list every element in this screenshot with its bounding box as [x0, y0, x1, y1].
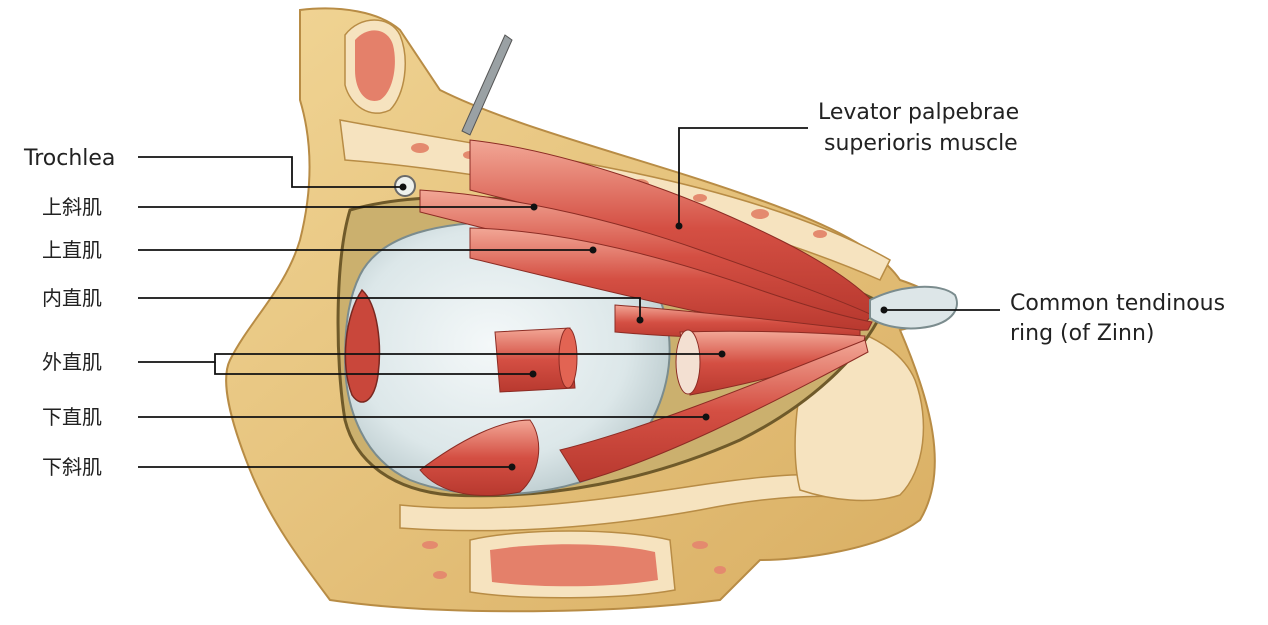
leader-lines — [138, 127, 1000, 471]
superior-rectus-muscle — [469, 227, 873, 331]
lateral-rectus-cut-end — [675, 329, 701, 395]
probe-instrument — [461, 34, 513, 136]
label-zinn-line2: ring (of Zinn) — [1010, 321, 1155, 346]
label-zinn-line1: Common tendinous — [1010, 291, 1225, 316]
label-inferior-oblique: 下斜肌 — [42, 455, 102, 479]
label-medial-rectus: 内直肌 — [42, 286, 102, 310]
label-superior-rectus: 上直肌 — [42, 238, 102, 262]
inferior-oblique-muscle — [419, 419, 540, 497]
label-superior-oblique: 上斜肌 — [42, 195, 102, 219]
label-trochlea: Trochlea — [23, 146, 115, 171]
label-levator-line2: superioris muscle — [824, 131, 1018, 156]
label-lateral-rectus: 外直肌 — [42, 350, 102, 374]
frontal-sinus-cavity — [355, 30, 395, 101]
maxillary-sinus-cavity — [490, 544, 658, 587]
label-levator-line1: Levator palpebrae — [818, 100, 1019, 125]
inferior-rectus-muscle — [559, 339, 869, 483]
lateral-rectus-distal — [494, 327, 576, 393]
label-inferior-rectus: 下直肌 — [42, 405, 102, 429]
optic-nerve — [869, 285, 958, 330]
lateral-rectus-distal-cut — [558, 327, 578, 389]
